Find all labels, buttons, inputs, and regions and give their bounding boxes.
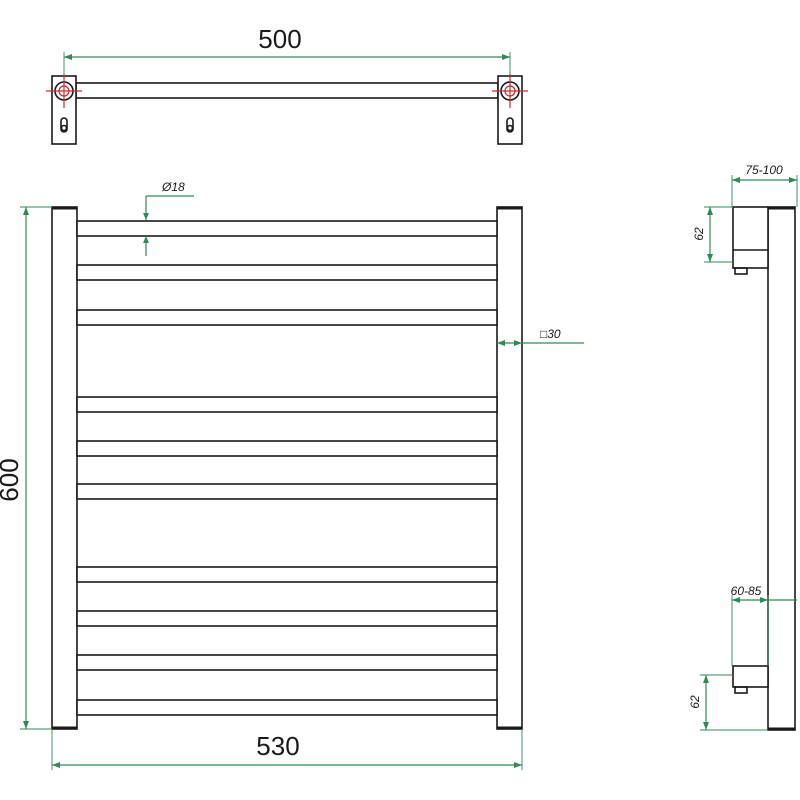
dim-overall-width: 530 [256,731,299,761]
side-bracket-top-screw [734,267,748,275]
arrow-right [502,54,510,60]
right-screw-slot [506,117,514,133]
left-screw-slot [60,117,68,133]
rung-9 [76,654,498,671]
dim-wall-offset-top: 75-100 [745,163,783,177]
offset-top-arrow-left [732,177,740,183]
offset-top-arrow-right [789,177,797,183]
side-bracket-top [732,206,769,269]
rung-6 [76,483,498,500]
rung-3 [76,309,498,326]
side-bracket-bottom-screw [734,686,748,694]
rung-8 [76,610,498,627]
offset-bottom-arrow-right [760,597,768,603]
arrow-left-bottom [52,762,60,768]
dim-tube-diameter: Ø18 [161,180,185,194]
side-bracket-bottom [732,665,769,688]
dia-arrow-down [143,213,149,220]
section-arrow-right [514,340,522,346]
bracket-bottom-arrow-up [703,675,709,683]
arrow-left [64,54,72,60]
front-view: 600 530 Ø18 □30 [0,180,584,770]
bracket-top-arrow-down [707,254,713,262]
dim-bracket-height-bottom: 62 [688,695,702,709]
arrow-down [23,721,29,729]
dim-wall-offset-bottom: 60-85 [731,584,762,598]
side-view: 75-100 62 60-85 62 [688,163,798,731]
rung-2 [76,264,498,281]
dim-post-section: □30 [540,327,561,341]
top-bar [75,82,499,99]
right-post [496,206,523,730]
left-screw [60,124,68,132]
dia-arrow-up [143,236,149,243]
arrow-right-bottom [514,762,522,768]
rung-5 [76,440,498,457]
top-view: 500 [46,24,528,145]
right-screw [506,124,514,132]
arrow-up [23,207,29,215]
rung-10 [76,699,498,716]
rung-4 [76,396,498,413]
side-post [767,206,796,731]
bracket-top-arrow-up [707,207,713,215]
bracket-bottom-arrow-down [703,722,709,730]
dim-bracket-height-top: 62 [692,227,706,241]
rung-7 [76,566,498,583]
dim-height: 600 [0,458,24,501]
left-post [51,206,78,730]
rung-1 [76,220,498,237]
rungs [76,220,498,716]
dim-top-width: 500 [258,24,301,54]
offset-bottom-arrow-left [732,597,740,603]
